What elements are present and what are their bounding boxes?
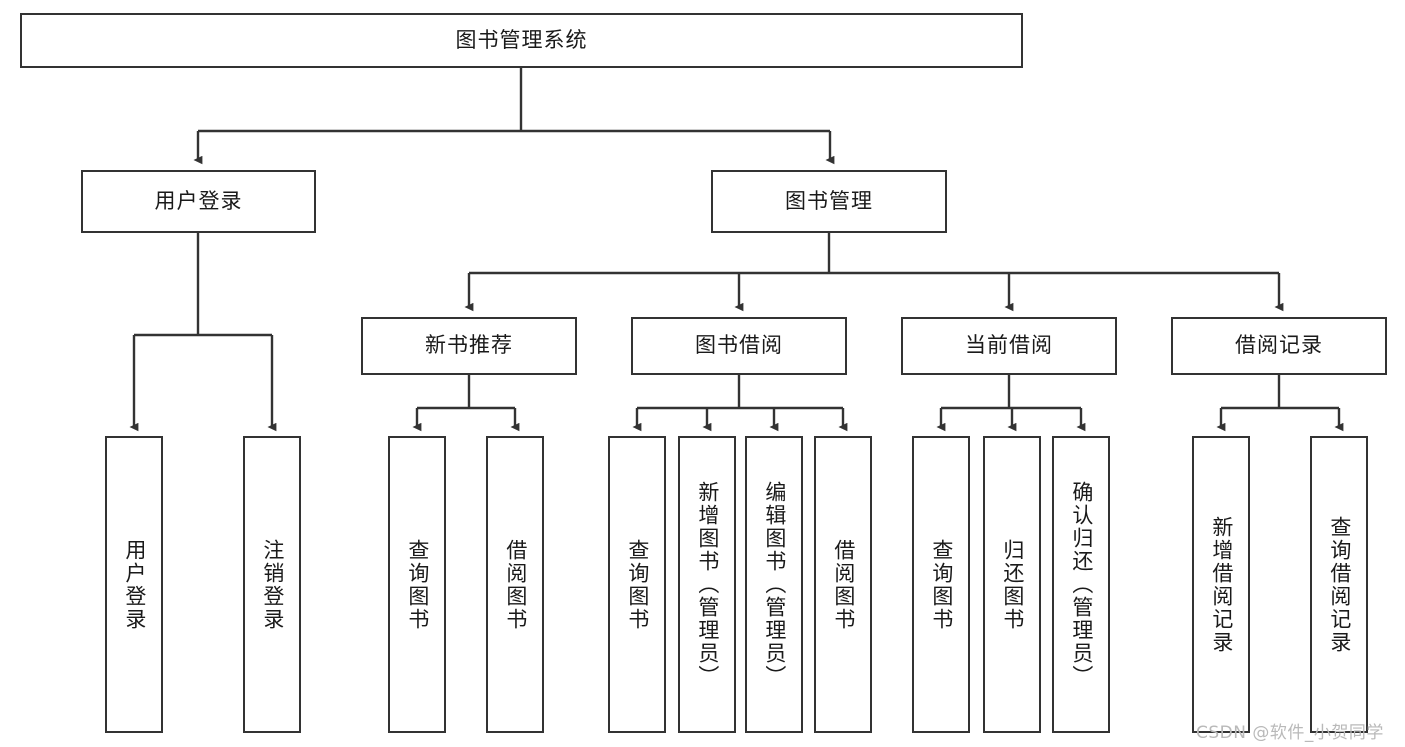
node-leaf-label: 编辑图书（管理员） xyxy=(762,481,787,688)
node-leaf-edit-book[interactable]: 编辑图书（管理员） xyxy=(745,436,803,733)
node-leaf-add-borrow-record[interactable]: 新增借阅记录 xyxy=(1192,436,1250,733)
node-leaf-label: 新增图书（管理员） xyxy=(695,481,720,688)
node-leaf-borrow-book-rec[interactable]: 借阅图书 xyxy=(486,436,544,733)
node-leaf-label: 归还图书 xyxy=(1000,538,1025,631)
node-leaf-query-borrow-record[interactable]: 查询借阅记录 xyxy=(1310,436,1368,733)
node-leaf-label: 查询图书 xyxy=(625,538,650,631)
node-leaf-user-logout[interactable]: 注销登录 xyxy=(243,436,301,733)
node-leaf-add-book[interactable]: 新增图书（管理员） xyxy=(678,436,736,733)
node-leaf-label: 借阅图书 xyxy=(503,538,528,631)
node-leaf-label: 确认归还（管理员） xyxy=(1069,481,1094,688)
node-leaf-confirm-return[interactable]: 确认归还（管理员） xyxy=(1052,436,1110,733)
node-leaf-label: 用户登录 xyxy=(122,538,147,631)
node-leaf-label: 借阅图书 xyxy=(831,538,856,631)
node-book-borrow[interactable]: 图书借阅 xyxy=(631,317,847,375)
node-leaf-user-login[interactable]: 用户登录 xyxy=(105,436,163,733)
node-leaf-label: 查询借阅记录 xyxy=(1327,515,1352,654)
node-leaf-label: 注销登录 xyxy=(260,538,285,631)
node-leaf-return-book[interactable]: 归还图书 xyxy=(983,436,1041,733)
node-leaf-label: 查询图书 xyxy=(405,538,430,631)
node-borrow-record[interactable]: 借阅记录 xyxy=(1171,317,1387,375)
node-current-borrow[interactable]: 当前借阅 xyxy=(901,317,1117,375)
node-leaf-label: 新增借阅记录 xyxy=(1209,515,1234,654)
node-leaf-query-book-current[interactable]: 查询图书 xyxy=(912,436,970,733)
node-leaf-borrow-book[interactable]: 借阅图书 xyxy=(814,436,872,733)
node-book-manage[interactable]: 图书管理 xyxy=(711,170,947,233)
node-leaf-query-book-borrow[interactable]: 查询图书 xyxy=(608,436,666,733)
node-user-login[interactable]: 用户登录 xyxy=(81,170,316,233)
node-root-system[interactable]: 图书管理系统 xyxy=(20,13,1023,68)
node-leaf-query-book-rec[interactable]: 查询图书 xyxy=(388,436,446,733)
node-new-book-recommend[interactable]: 新书推荐 xyxy=(361,317,577,375)
node-leaf-label: 查询图书 xyxy=(929,538,954,631)
